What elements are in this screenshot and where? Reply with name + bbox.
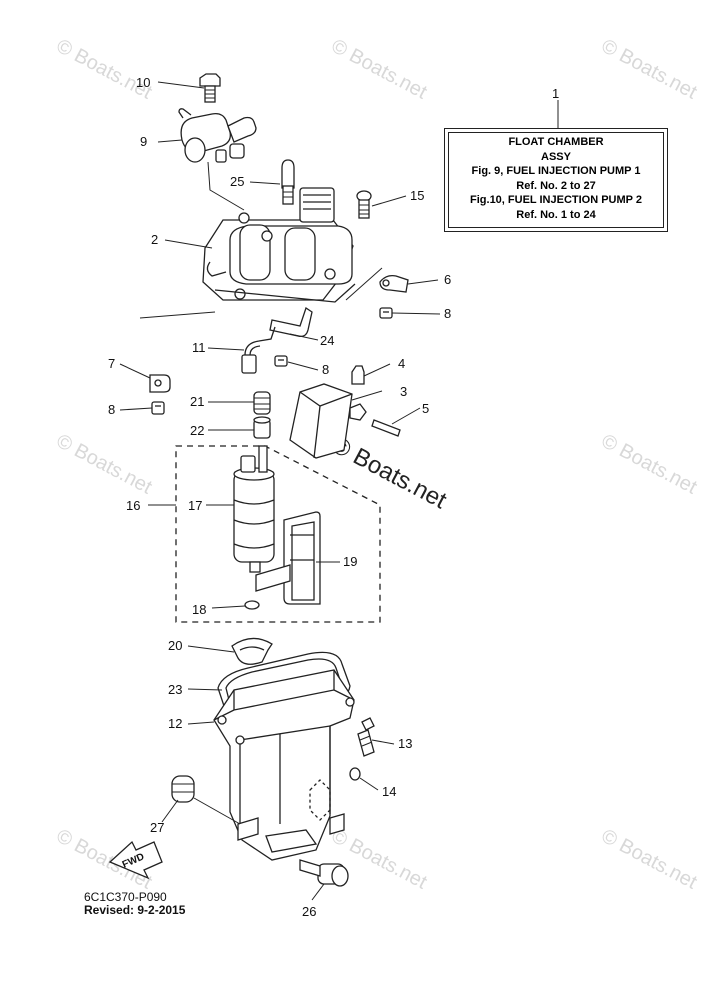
callout-9: 9 [140, 134, 147, 149]
fwd-arrow-icon: FWD [108, 840, 163, 880]
watermark: © Boats.net [598, 35, 701, 104]
callout-numbers: 1 10 9 25 15 2 6 8 24 11 8 4 7 3 5 8 21 … [108, 75, 559, 919]
legend-box: FLOAT CHAMBER ASSY Fig. 9, FUEL INJECTIO… [444, 128, 668, 232]
part-8-screw [274, 355, 288, 367]
callout-22: 22 [190, 423, 204, 438]
callout-25: 25 [230, 174, 244, 189]
callout-17: 17 [188, 498, 202, 513]
callout-19: 19 [343, 554, 357, 569]
leader-lines [119, 81, 559, 901]
part-9-regulator [178, 108, 257, 163]
part-6-clip [379, 274, 409, 293]
callout-18: 18 [192, 602, 206, 617]
part-19-strainer [255, 511, 321, 605]
callout-8: 8 [322, 362, 329, 377]
watermark: © Boats.net [598, 430, 701, 499]
part-4-valve [351, 365, 365, 385]
part-22-bushing [253, 416, 271, 439]
legend-line-2: Ref. No. 2 to 27 [516, 179, 596, 192]
callout-1: 1 [552, 86, 559, 101]
callout-4: 4 [398, 356, 405, 371]
part-24-hose [269, 306, 313, 338]
diagram-code: 6C1C370-P090 [84, 890, 167, 904]
part-27-grommet [171, 775, 195, 803]
part-14-washer [349, 767, 361, 781]
callout-6: 6 [444, 272, 451, 287]
legend-inner-border [448, 132, 664, 228]
watermark: © Boats.net [53, 430, 156, 499]
part-2-chamber-top [202, 187, 356, 303]
callout-12: 12 [168, 716, 182, 731]
part-11-harness [241, 326, 276, 374]
part-12-chamber-body [213, 669, 355, 861]
part-8-screw [379, 307, 393, 319]
part-20-retainer [231, 637, 273, 665]
part-15-screw [356, 190, 372, 219]
callout-16: 16 [126, 498, 140, 513]
legend-subtitle: ASSY [541, 150, 571, 163]
big-watermark: © Boats.net [327, 431, 451, 514]
callout-24: 24 [320, 333, 334, 348]
callout-20: 20 [168, 638, 182, 653]
part-26-bolt [299, 859, 349, 887]
callout-27: 27 [150, 820, 164, 835]
part-13-drain-screw [357, 717, 375, 757]
callout-5: 5 [422, 401, 429, 416]
part-7-bracket [149, 374, 171, 393]
watermark: © Boats.net [53, 35, 156, 104]
part-25-sensor [281, 159, 295, 205]
legend-line-4: Ref. No. 1 to 24 [516, 208, 596, 221]
watermark: © Boats.net [598, 825, 701, 894]
legend-line-1: Fig. 9, FUEL INJECTION PUMP 1 [471, 165, 641, 177]
callout-10: 10 [136, 75, 150, 90]
callout-15: 15 [410, 188, 424, 203]
part-21-filter [253, 391, 271, 415]
legend-line-3: Fig.10, FUEL INJECTION PUMP 2 [470, 194, 642, 206]
part-5-pin [371, 419, 401, 437]
callout-26: 26 [302, 904, 316, 919]
part-8-screw [151, 401, 165, 415]
watermark: © Boats.net [328, 35, 431, 104]
callout-14: 14 [382, 784, 396, 799]
part-17-fuel-pump [233, 445, 275, 573]
callout-23: 23 [168, 682, 182, 697]
part-3-cover [289, 383, 367, 459]
callout-2: 2 [151, 232, 158, 247]
footer: 6C1C370-P090 Revised: 9-2-2015 [84, 891, 185, 917]
revised-date: Revised: 9-2-2015 [84, 903, 186, 917]
part-16-group-outline [175, 445, 381, 623]
part-18-oring [244, 600, 260, 610]
callout-21: 21 [190, 394, 204, 409]
callout-8: 8 [444, 306, 451, 321]
legend-title: FLOAT CHAMBER [508, 136, 604, 148]
callout-8: 8 [108, 402, 115, 417]
callout-3: 3 [400, 384, 407, 399]
callout-11: 11 [192, 340, 206, 355]
callout-7: 7 [108, 356, 115, 371]
part-10-bolt [199, 73, 221, 103]
callout-13: 13 [398, 736, 412, 751]
